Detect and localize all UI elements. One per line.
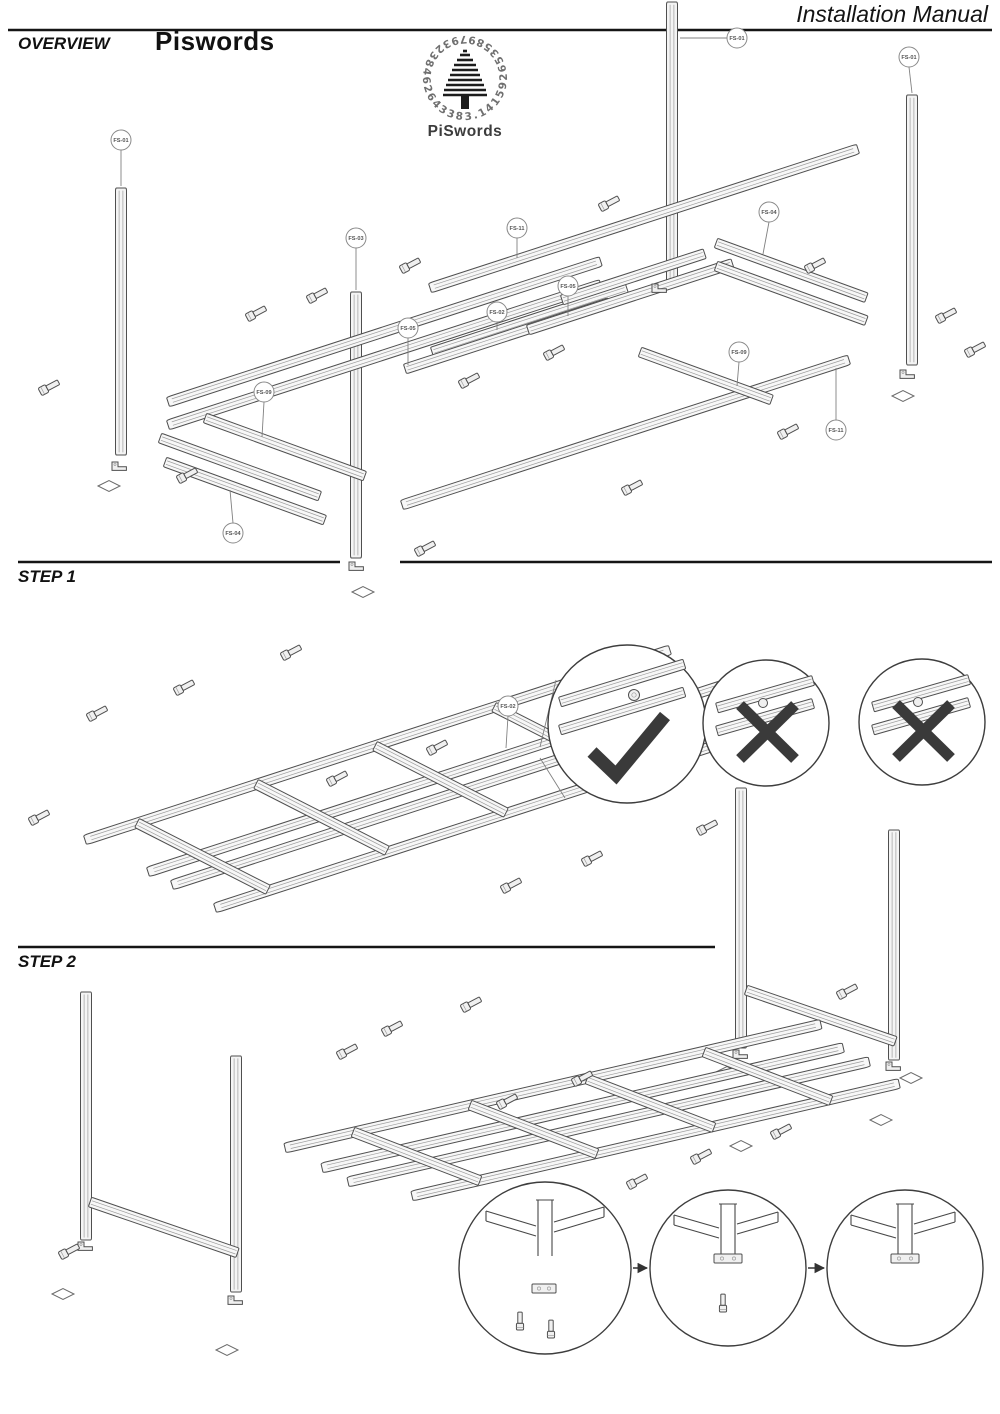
svg-text:FS-05: FS-05 bbox=[560, 284, 575, 290]
svg-text:FS-01: FS-01 bbox=[113, 138, 128, 144]
part-label: FS-04 bbox=[758, 201, 780, 255]
incorrect-x-icon bbox=[892, 700, 955, 762]
part-label: FS-09 bbox=[253, 381, 275, 438]
overview-diagram bbox=[37, 0, 988, 598]
brand-title: Piswords bbox=[155, 26, 275, 56]
assembly-detail-circle-1 bbox=[458, 1181, 632, 1355]
part-label: FS-05 bbox=[557, 275, 579, 316]
part-labels: FS-01 FS-03 FS-11 FS-04 FS-01 FS-01 FS-0… bbox=[110, 27, 920, 749]
detail-wrong-circle-1 bbox=[702, 659, 830, 787]
assembly-detail-circle-2 bbox=[649, 1189, 807, 1347]
svg-text:FS-04: FS-04 bbox=[225, 531, 241, 537]
svg-text:FS-05: FS-05 bbox=[400, 326, 415, 332]
step1-heading: STEP 1 bbox=[18, 567, 76, 586]
correct-check-icon bbox=[587, 711, 671, 785]
assembly-detail-circle-3 bbox=[826, 1189, 984, 1347]
svg-text:FS-02: FS-02 bbox=[500, 704, 515, 710]
svg-text:FS-11: FS-11 bbox=[510, 226, 525, 232]
svg-text:FS-01: FS-01 bbox=[901, 55, 916, 61]
svg-text:FS-01: FS-01 bbox=[729, 36, 744, 42]
part-label: FS-09 bbox=[728, 341, 750, 387]
step2-heading: STEP 2 bbox=[18, 952, 76, 971]
part-label: FS-04 bbox=[222, 489, 244, 544]
part-label: FS-02 bbox=[486, 301, 508, 330]
svg-text:FS-03: FS-03 bbox=[348, 236, 363, 242]
svg-text:FS-09: FS-09 bbox=[731, 350, 746, 356]
detail-wrong-circle-2 bbox=[858, 658, 986, 786]
screw-icons-overview bbox=[37, 193, 988, 558]
step2-diagram bbox=[51, 981, 984, 1356]
piswords-logo: 3.14159265358979323846264338 PiSwords bbox=[420, 33, 510, 140]
step1-diagram bbox=[27, 643, 986, 1084]
part-label: FS-02 bbox=[497, 695, 519, 749]
part-label: FS-03 bbox=[345, 227, 367, 290]
svg-text:FS-02: FS-02 bbox=[489, 310, 504, 316]
manual-title: Installation Manual bbox=[796, 1, 988, 27]
part-label: FS-01 bbox=[898, 46, 920, 94]
part-label: FS-01 bbox=[110, 129, 132, 186]
svg-text:FS-11: FS-11 bbox=[829, 428, 844, 434]
pine-tree-logo-icon bbox=[443, 49, 487, 109]
incorrect-x-icon bbox=[736, 701, 799, 763]
svg-text:FS-09: FS-09 bbox=[256, 390, 271, 396]
detail-correct-circle bbox=[547, 644, 707, 804]
svg-text:3.14159265358979323846264338: 3.14159265358979323846264338 bbox=[420, 33, 510, 123]
part-label: FS-05 bbox=[397, 317, 419, 365]
logo-wordmark: PiSwords bbox=[428, 123, 503, 140]
part-label: FS-11 bbox=[825, 368, 847, 441]
part-label: FS-11 bbox=[506, 217, 528, 258]
overview-heading: OVERVIEW bbox=[18, 34, 110, 53]
svg-text:FS-04: FS-04 bbox=[761, 210, 777, 216]
part-label: FS-01 bbox=[680, 27, 748, 49]
